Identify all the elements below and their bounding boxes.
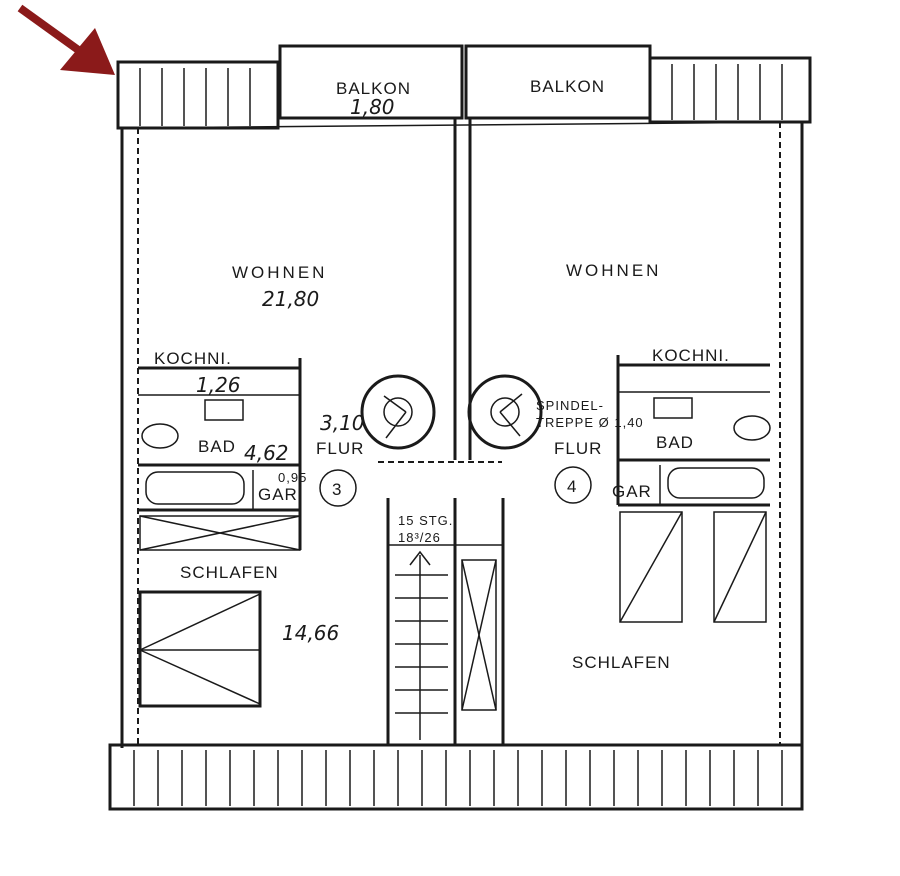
wohnen-left-area: 21,80 xyxy=(262,287,319,311)
sink-left-icon xyxy=(204,399,244,421)
flur-left-area: 3,10 xyxy=(320,411,365,435)
sink-right-icon xyxy=(653,397,693,419)
schlafen-left-label: SCHLAFEN xyxy=(180,563,279,582)
gar-left-area: 0,95 xyxy=(278,470,307,485)
wohnen-left-label: WOHNEN xyxy=(232,263,327,282)
schlafen-right-label: SCHLAFEN xyxy=(572,653,671,672)
bad-left-area: 4,62 xyxy=(244,441,289,465)
spindel-line1: SPINDEL- xyxy=(536,398,604,413)
unit-left-number: 3 xyxy=(332,480,342,499)
toilet-left-icon xyxy=(141,423,179,449)
toilet-right-icon xyxy=(733,415,771,441)
schlafen-left-area: 14,66 xyxy=(282,621,339,645)
bed-left xyxy=(138,590,262,708)
wardrobe-left xyxy=(139,515,301,551)
unit-right-marker xyxy=(554,466,592,504)
gar-right-label: GAR xyxy=(612,482,652,501)
stairs-steps: 15 STG. xyxy=(398,513,453,528)
unit-left-marker xyxy=(319,469,357,507)
unit-right-number: 4 xyxy=(567,477,577,496)
bad-right-label: BAD xyxy=(656,433,694,452)
wardrobe-right xyxy=(619,511,767,623)
gar-left-label: GAR. xyxy=(258,485,304,504)
roof-strip-top-right xyxy=(648,56,812,124)
bath-right: BAD GAR xyxy=(612,397,771,507)
roof-strip-top-left xyxy=(116,60,280,130)
spindel-line2: TREPPE Ø 1,40 xyxy=(536,415,644,430)
bad-left-label: BAD xyxy=(198,437,236,456)
flur-left-label: FLUR xyxy=(316,439,364,458)
stairs-dimension: 18³/26 xyxy=(398,530,441,545)
balcony-right-label: BALKON xyxy=(530,77,605,96)
spiral-stair-right xyxy=(467,374,543,450)
balcony-left-label: BALKON xyxy=(336,79,411,98)
roof-strip-bottom xyxy=(108,743,804,811)
bathtub-right-icon xyxy=(667,467,765,499)
bath-left: BAD 4,62 GAR. 0,95 xyxy=(138,399,307,512)
balcony-left-area: 1,80 xyxy=(350,95,395,119)
kochni-left-area: 1,26 xyxy=(196,373,241,397)
flur-right-label: FLUR xyxy=(554,439,602,458)
balcony-right: BALKON xyxy=(464,44,652,120)
balcony-left: BALKON 1,80 xyxy=(278,44,464,120)
arrow-icon xyxy=(17,4,115,75)
kochni-right-label: KOCHNI. xyxy=(652,346,730,365)
kitchenette-right: KOCHNI. xyxy=(616,346,770,505)
bathtub-left-icon xyxy=(145,471,245,505)
spiral-stair-left xyxy=(360,374,436,450)
kochni-left-label: KOCHNI. xyxy=(154,349,232,368)
stairwell: 15 STG. 18³/26 xyxy=(378,461,505,745)
wohnen-right-label: WOHNEN xyxy=(566,261,661,280)
